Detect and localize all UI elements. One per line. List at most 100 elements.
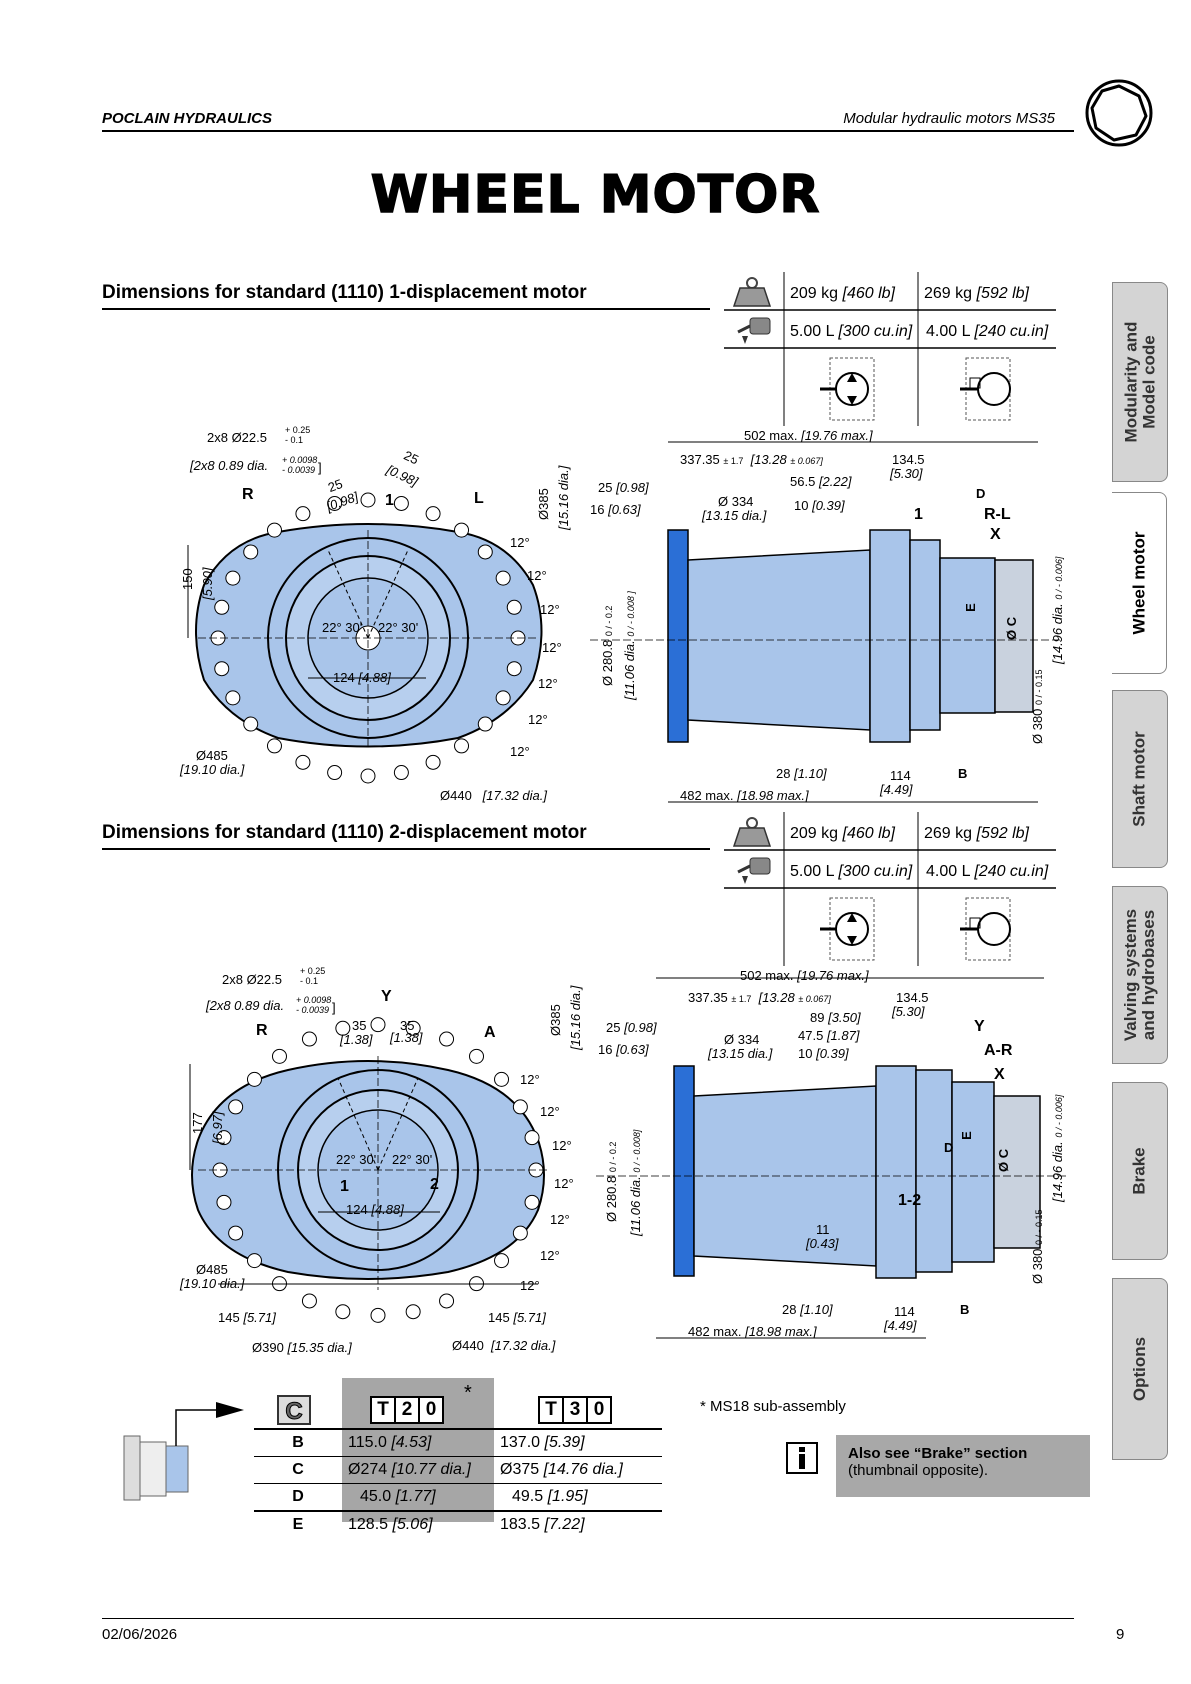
bolt-hole — [494, 1253, 510, 1269]
dim-337-2: 337.35 ± 1.7 [13.28 ± 0.067] — [688, 990, 831, 1005]
bolt-hole — [266, 738, 282, 754]
dim-337: 337.35 ± 1.7 [13.28 ± 0.067] — [680, 452, 823, 467]
bolt-hole — [228, 1225, 244, 1241]
label-x: X — [990, 526, 1001, 543]
dim-16-side-2: 16 [0.63] — [598, 1042, 649, 1057]
dim-150: 150 — [180, 568, 195, 590]
dim-11-imp: [0.43] — [806, 1236, 839, 1251]
header-rule — [102, 130, 1074, 132]
dim-134-2-imp: [5.30] — [892, 1004, 925, 1019]
section1-title: Dimensions for standard (1110) 1-displac… — [102, 282, 587, 303]
dim-280: Ø 280.8 0 / - 0.2 — [600, 605, 615, 686]
tab-valving-systems[interactable]: Valving systems and hydrobases — [1112, 886, 1168, 1064]
bolt-hole — [524, 1194, 540, 1210]
bolt-hole — [246, 1253, 262, 1269]
dimension-table: B 115.0 [4.53] 137.0 [5.39] C Ø274 [10.7… — [254, 1428, 662, 1538]
hydraulic-symbol-icon — [820, 897, 875, 961]
tab-modularity[interactable]: Modularity and Model code — [1112, 282, 1168, 482]
label-1-side: 1 — [914, 506, 923, 523]
bolt-hole — [425, 754, 441, 770]
section1-rule — [102, 308, 710, 310]
angle-1a: 22° 30' — [322, 620, 363, 635]
dim-114-2-imp: [4.49] — [884, 1318, 917, 1333]
bolt-hole — [454, 738, 470, 754]
dim-25-side-2: 25 [0.98] — [606, 1020, 657, 1035]
table-row: B 115.0 [4.53] 137.0 [5.39] — [254, 1429, 662, 1457]
front-view-2-drawing — [189, 1017, 548, 1323]
dim-145b: 145 [5.71] — [488, 1310, 546, 1325]
bolt-hole — [393, 495, 409, 511]
oil-2a: 5.00 L [300 cu.in] — [790, 863, 913, 880]
deg-4: 12° — [542, 640, 562, 655]
bolt-hole — [335, 1304, 351, 1320]
hydraulic-symbol-brake-icon — [960, 357, 1011, 421]
dim-485-2-imp: [19.10 dia.] — [180, 1276, 245, 1291]
angle-1b: 22° 30' — [378, 620, 419, 635]
port-l: L — [474, 490, 484, 507]
bolt-holes — [210, 492, 526, 784]
bolt-hole — [271, 1048, 287, 1064]
side-view-1-drawing — [590, 441, 1060, 803]
oil-2b: 4.00 L [240 cu.in] — [926, 863, 1049, 880]
dim-16-side: 16 [0.63] — [590, 502, 641, 517]
dim-134-2: 134.5 — [896, 990, 929, 1005]
deg-1: 12° — [510, 535, 530, 550]
dim-47: 47.5 [1.87] — [798, 1028, 860, 1043]
dim-89: 89 [3.50] — [810, 1010, 861, 1025]
dim-380-2: Ø 380 0 / - 0.15 — [1030, 1209, 1045, 1284]
info-icon — [786, 1442, 818, 1474]
bolt-hole — [214, 661, 230, 677]
tab-shaft-motor[interactable]: Shaft motor — [1112, 690, 1168, 868]
bolt-hole — [405, 1304, 421, 1320]
bolt-hole — [228, 1099, 244, 1115]
bolt-hole — [454, 522, 470, 538]
port-a: A — [484, 1024, 496, 1041]
deg2-5: 12° — [550, 1212, 570, 1227]
tab-options[interactable]: Options — [1112, 1278, 1168, 1460]
dim-114-2: 114 — [894, 1304, 915, 1319]
dim-35a: 35 — [352, 1018, 367, 1033]
deg-6: 12° — [528, 712, 548, 727]
bolt-imp-1: [2x8 0.89 dia. — [190, 458, 269, 473]
poclain-logo-icon — [1085, 79, 1153, 147]
deg2-4: 12° — [554, 1176, 574, 1191]
bolt-imp-tol-1: + 0.0098- 0.0039 — [282, 455, 318, 475]
dim-145a: 145 [5.71] — [218, 1310, 276, 1325]
bolt-hole — [214, 599, 230, 615]
bolt-hole — [246, 1071, 262, 1087]
dim-385-2: Ø385 — [548, 1004, 563, 1036]
dim-28: 28 [1.10] — [776, 766, 827, 781]
dim-114-imp: [4.49] — [880, 782, 913, 797]
bolt-imp-2: [2x8 0.89 dia. — [206, 998, 285, 1013]
tab-wheel-motor[interactable]: Wheel motor — [1112, 492, 1167, 674]
label-d-2: D — [944, 1140, 954, 1155]
label-e-2: E — [958, 1131, 974, 1140]
dim-440: Ø440 [17.32 dia.] — [440, 788, 547, 803]
dim-150-imp: [5.90] — [200, 567, 215, 600]
bolt-hole — [243, 544, 259, 560]
oil-can-icon — [737, 857, 771, 884]
dim-10-2: 10 [0.39] — [798, 1046, 849, 1061]
bolt-hole — [405, 1020, 421, 1036]
section2-title: Dimensions for standard (1110) 2-displac… — [102, 822, 587, 843]
asterisk: * — [464, 1382, 472, 1404]
dim-35b: 35 — [400, 1018, 415, 1033]
bolt-hole — [494, 1071, 510, 1087]
dim-280-imp: [11.06 dia. 0 / - 0.008 ] — [622, 591, 637, 700]
bolt-hole — [243, 716, 259, 732]
brake-note: Also see “Brake” section (thumbnail oppo… — [836, 1435, 1090, 1497]
motor-thumbnail — [123, 1402, 244, 1501]
oil-1b: 4.00 L [240 cu.in] — [926, 323, 1049, 340]
dim-334: Ø 334 — [718, 494, 754, 509]
bolt-hole — [360, 492, 376, 508]
dim-134: 134.5 — [892, 452, 925, 467]
dim-502-2: 502 max. [19.76 max.] — [740, 968, 869, 983]
tab-brake[interactable]: Brake — [1112, 1082, 1168, 1260]
label-d: D — [976, 486, 986, 501]
dim-134-imp: [5.30] — [890, 466, 923, 481]
bolt-hole — [370, 1307, 386, 1323]
dim-10: 10 [0.39] — [794, 498, 845, 513]
bolt-hole — [506, 661, 522, 677]
